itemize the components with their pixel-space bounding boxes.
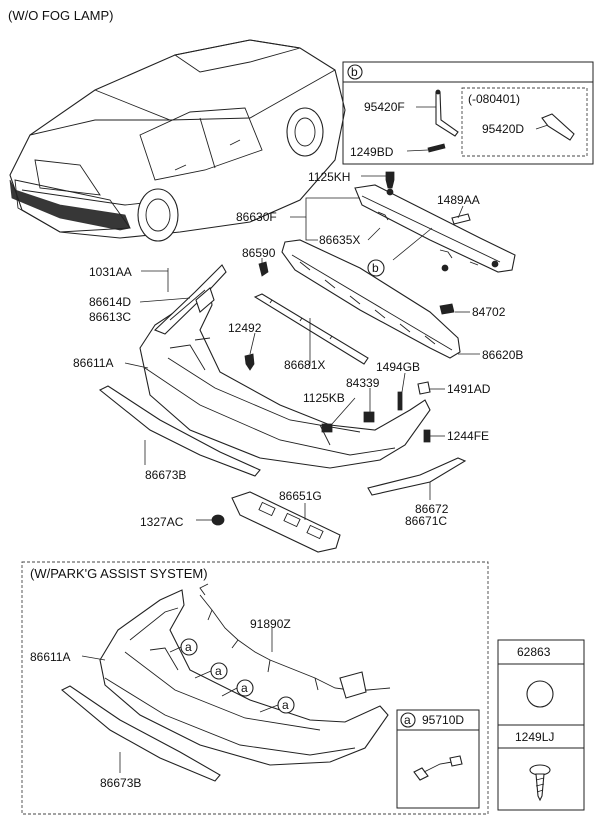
clip-86590-icon <box>258 261 269 277</box>
label-86651G: 86651G <box>279 489 322 503</box>
label-86620B: 86620B <box>482 348 523 362</box>
label-95710D: 95710D <box>422 713 464 727</box>
label-95420F: 95420F <box>364 100 405 114</box>
label-86635X: 86635X <box>319 233 360 247</box>
clip-1489AA-icon <box>451 213 471 225</box>
label-1494GB: 1494GB <box>376 360 420 374</box>
bolt-1125KH-icon <box>385 171 395 189</box>
screw-12492-icon <box>244 353 255 371</box>
marker-a-3: a <box>241 681 248 695</box>
nut-1327AC-icon <box>211 514 225 526</box>
label-86681X: 86681X <box>284 358 325 372</box>
header-wo-fog-lamp: (W/O FOG LAMP) <box>8 8 113 23</box>
label-91890Z: 91890Z <box>250 617 291 631</box>
bolt-1249BD-icon <box>427 143 446 153</box>
pin-1494GB-icon <box>397 391 403 411</box>
label-1489AA: 1489AA <box>437 193 480 207</box>
side-parts-box: 62863 1249LJ <box>497 639 585 811</box>
label-86671C: 86671C <box>405 514 447 528</box>
lower-molding-86673B <box>98 385 261 477</box>
label-86613C: 86613C <box>89 310 131 324</box>
label-1327AC: 1327AC <box>140 515 184 529</box>
part-labels: 1125KH 1489AA 86630F 86635X 86590 1031AA… <box>73 170 523 529</box>
label-86611A: 86611A <box>73 356 113 370</box>
label-86673B: 86673B <box>145 468 186 482</box>
label-84702: 84702 <box>472 305 506 319</box>
label-62863: 62863 <box>517 645 551 659</box>
screw-1249LJ-icon <box>529 764 551 802</box>
label-84339: 84339 <box>346 376 380 390</box>
leader-lines <box>124 175 480 521</box>
label-park-86611A: 86611A <box>30 650 70 664</box>
bracket-95420F-icon <box>435 91 459 137</box>
screw-1244FE-icon <box>423 429 431 443</box>
marker-a-4: a <box>282 698 289 712</box>
side-bracket-86614D <box>153 264 227 335</box>
hardware <box>167 171 471 526</box>
label-86614D: 86614D <box>89 295 131 309</box>
label-park-86673B: 86673B <box>100 776 141 790</box>
inset-b-sub-marker: (-080401) <box>468 92 520 106</box>
label-12492: 12492 <box>228 321 262 335</box>
energy-absorber-86620B <box>281 239 461 359</box>
marker-a-1: a <box>185 640 192 654</box>
label-95420D: 95420D <box>482 122 524 136</box>
clip-1491AD-icon <box>417 381 431 395</box>
label-86590: 86590 <box>242 246 276 260</box>
under-cover-86651G <box>231 491 341 553</box>
header-park-assist: (W/PARK'G ASSIST SYSTEM) <box>30 566 208 581</box>
label-1031AA: 1031AA <box>89 265 132 279</box>
car-illustration <box>9 39 346 242</box>
marker-b: b <box>372 261 379 275</box>
bolt-1125KB-icon <box>321 423 333 433</box>
label-1125KB: 1125KB <box>303 391 345 405</box>
inset-b-box: b (-080401) 95420F 1249BD 95420D <box>342 61 594 165</box>
pad-84702-icon <box>439 303 455 315</box>
wiring-harness-91890Z <box>199 594 351 691</box>
label-86630F: 86630F <box>236 210 277 224</box>
plug-62863-icon <box>526 680 554 708</box>
label-1125KH: 1125KH <box>308 170 350 184</box>
reflector-86672 <box>367 457 467 496</box>
marker-a-2: a <box>215 664 222 678</box>
label-1491AD: 1491AD <box>447 382 491 396</box>
label-86672: 86672 <box>415 502 449 516</box>
inset-b-marker: b <box>351 65 358 79</box>
sensor-95710D-icon <box>413 767 429 781</box>
park-assist-box: (W/PARK'G ASSIST SYSTEM) a a a a 86611A <box>21 561 489 815</box>
bracket-95420D-icon <box>541 113 575 141</box>
reinforcement-beam-86630F <box>354 184 516 273</box>
label-1249LJ: 1249LJ <box>515 730 554 744</box>
label-1244FE: 1244FE <box>447 429 489 443</box>
label-1249BD: 1249BD <box>350 145 394 159</box>
clip-84339-icon <box>363 411 375 423</box>
strip-86681X <box>253 293 369 365</box>
inset-a-marker: a <box>404 713 411 727</box>
